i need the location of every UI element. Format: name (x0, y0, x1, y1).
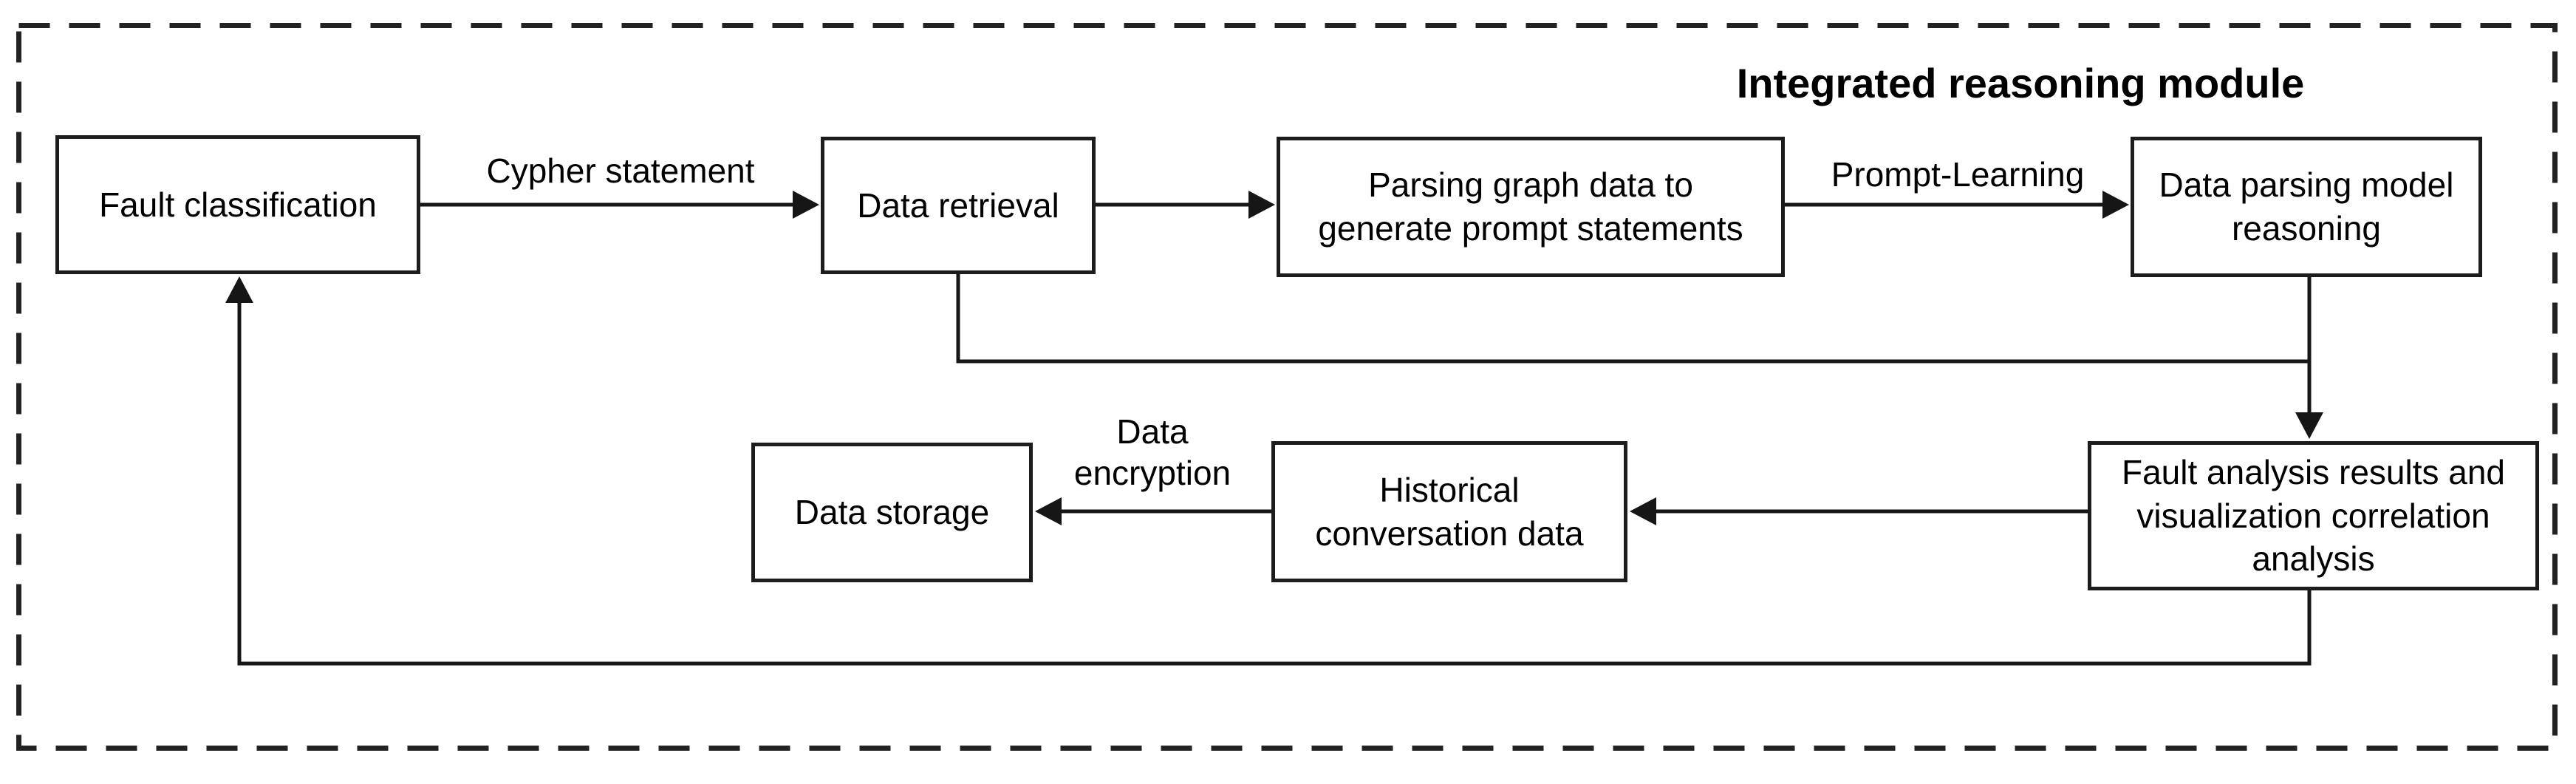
node-historical-conversation-data-label: Historical conversation data (1315, 470, 1584, 553)
node-fault-classification: Fault classification (55, 135, 420, 274)
arrow-historical-conversation-to-data-storage (1035, 497, 1273, 525)
node-data-retrieval-label: Data retrieval (857, 185, 1059, 225)
arrow-fault-classification-to-data-retrieval (420, 191, 819, 219)
arrowhead-icon (225, 276, 253, 303)
connector-data-retrieval-to-junction (956, 274, 2309, 364)
node-parsing-graph-data: Parsing graph data to generate prompt st… (1277, 137, 1785, 277)
node-historical-conversation-data: Historical conversation data (1271, 441, 1627, 582)
arrow-fault-analysis-to-historical-conversation (1630, 497, 2089, 525)
arrowhead-icon (1248, 191, 1275, 219)
node-parsing-graph-data-label: Parsing graph data to generate prompt st… (1318, 166, 1743, 248)
module-dashed-border (16, 23, 2558, 751)
node-fault-analysis-results: Fault analysis results and visualization… (2088, 441, 2539, 590)
edge-label-cypher-statement: Cypher statement (486, 151, 755, 190)
node-fault-classification-label: Fault classification (99, 185, 377, 224)
node-data-storage-label: Data storage (794, 493, 990, 532)
arrowhead-icon (1035, 497, 1062, 525)
arrow-parsing-graph-to-data-parsing-model (1783, 191, 2129, 219)
node-fault-analysis-results-label: Fault analysis results and visualization… (2121, 452, 2506, 579)
edge-label-prompt-learning: Prompt-Learning (1831, 155, 2085, 194)
node-data-parsing-model-reasoning: Data parsing model reasoning (2131, 137, 2482, 277)
node-data-parsing-model-reasoning-label: Data parsing model reasoning (2159, 166, 2454, 248)
node-data-storage: Data storage (751, 443, 1033, 582)
arrow-data-retrieval-to-parsing-graph (1096, 191, 1275, 219)
arrowhead-icon (2102, 191, 2129, 219)
edge-label-data-encryption: Data encryption (1073, 412, 1231, 493)
arrow-data-parsing-model-to-fault-analysis (2295, 276, 2323, 439)
diagram-title: Integrated reasoning module (1736, 60, 2305, 106)
arrow-fault-analysis-to-fault-classification (225, 276, 2312, 666)
arrowhead-icon (2295, 412, 2323, 439)
arrowhead-icon (1630, 497, 1656, 525)
node-data-retrieval: Data retrieval (821, 137, 1096, 274)
arrowhead-icon (793, 191, 819, 219)
